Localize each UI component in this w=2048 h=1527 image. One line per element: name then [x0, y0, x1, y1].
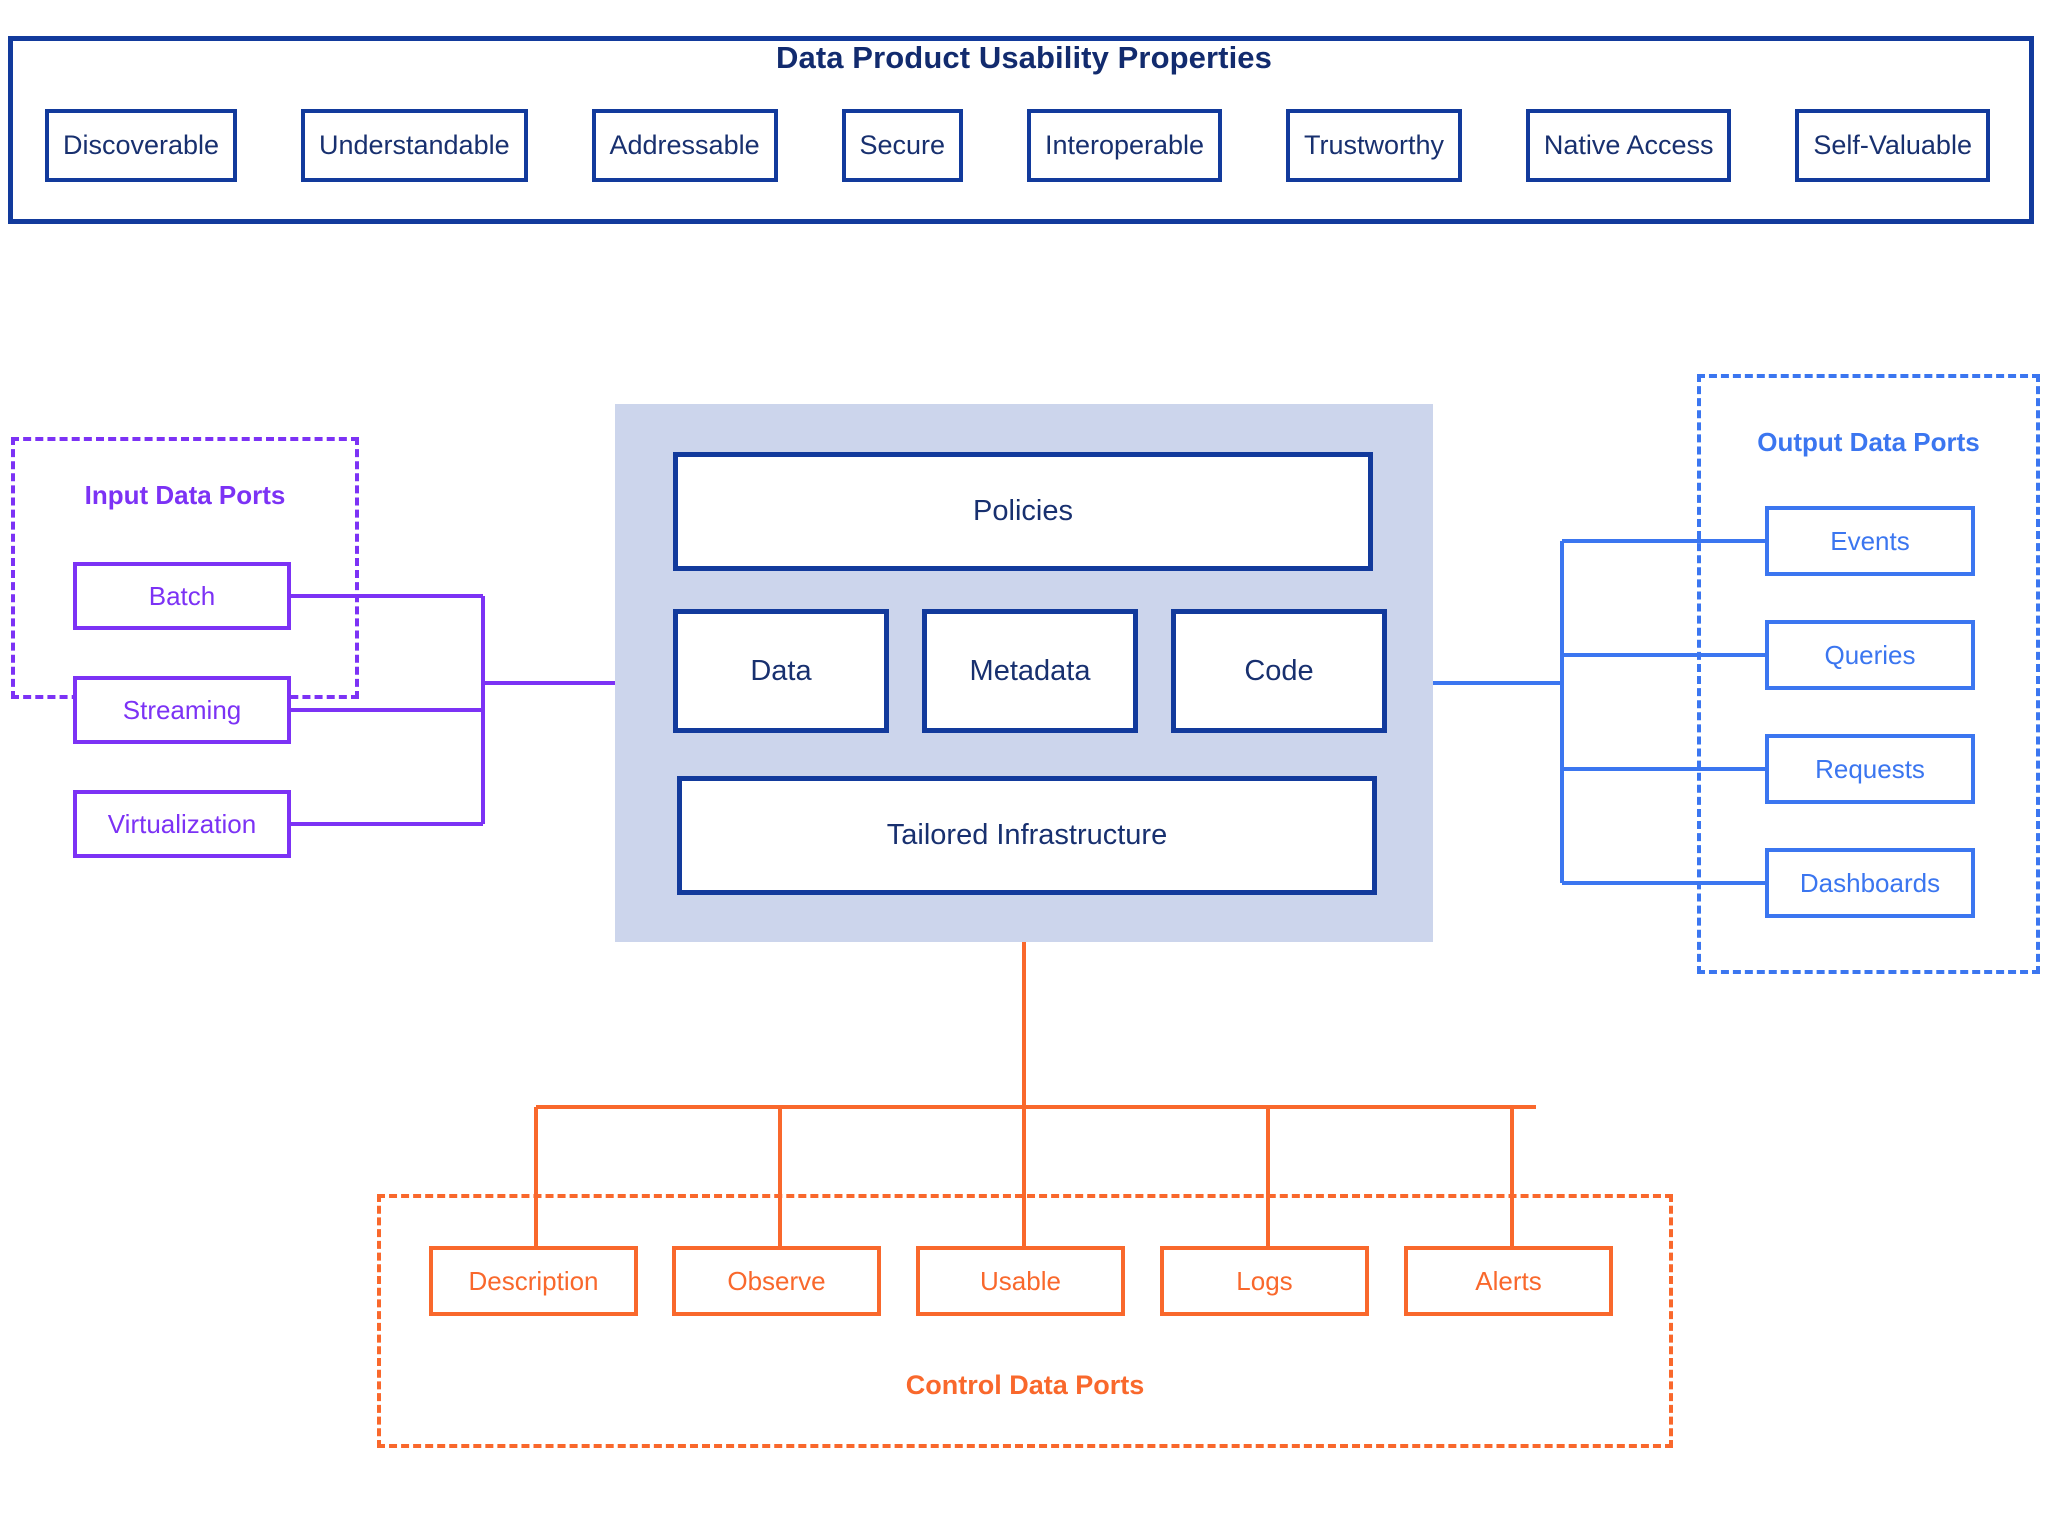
control-data-ports-group — [377, 1194, 1673, 1448]
usability-chip-trustworthy[interactable]: Trustworthy — [1285, 109, 1462, 182]
input-port-streaming[interactable]: Streaming — [73, 676, 291, 744]
output-port-events[interactable]: Events — [1765, 506, 1975, 576]
output-port-dashboards[interactable]: Dashboards — [1765, 848, 1975, 918]
usability-panel-title: Data Product Usability Properties — [776, 40, 1272, 75]
output-data-ports-group — [1697, 374, 2040, 974]
usability-chip-self-valuable[interactable]: Self-Valuable — [1795, 109, 1990, 182]
control-port-logs[interactable]: Logs — [1160, 1246, 1369, 1316]
output-port-queries[interactable]: Queries — [1765, 620, 1975, 690]
usability-chip-interoperable[interactable]: Interoperable — [1026, 109, 1223, 182]
usability-chip-native-access[interactable]: Native Access — [1525, 109, 1732, 182]
output-port-requests[interactable]: Requests — [1765, 734, 1975, 804]
control-port-alerts[interactable]: Alerts — [1404, 1246, 1613, 1316]
data-product-core-box: Policies Data Metadata Code Tailored Inf… — [615, 404, 1433, 942]
core-cell-tailored-infrastructure[interactable]: Tailored Infrastructure — [677, 776, 1377, 895]
control-port-observe[interactable]: Observe — [672, 1246, 881, 1316]
control-port-usable[interactable]: Usable — [916, 1246, 1125, 1316]
control-data-ports-title: Control Data Ports — [905, 1370, 1145, 1400]
usability-chip-secure[interactable]: Secure — [841, 109, 964, 182]
usability-properties-list: Discoverable Understandable Addressable … — [45, 109, 1990, 182]
usability-chip-understandable[interactable]: Understandable — [300, 109, 528, 182]
core-cell-metadata[interactable]: Metadata — [922, 609, 1138, 733]
core-cell-data[interactable]: Data — [673, 609, 889, 733]
input-port-virtualization[interactable]: Virtualization — [73, 790, 291, 858]
usability-chip-addressable[interactable]: Addressable — [591, 109, 778, 182]
control-port-description[interactable]: Description — [429, 1246, 638, 1316]
input-data-ports-title: Input Data Ports — [84, 480, 286, 510]
core-cell-policies[interactable]: Policies — [673, 452, 1373, 571]
usability-chip-discoverable[interactable]: Discoverable — [45, 109, 238, 182]
input-port-batch[interactable]: Batch — [73, 562, 291, 630]
output-data-ports-title: Output Data Ports — [1757, 427, 1980, 457]
core-cell-code[interactable]: Code — [1171, 609, 1387, 733]
